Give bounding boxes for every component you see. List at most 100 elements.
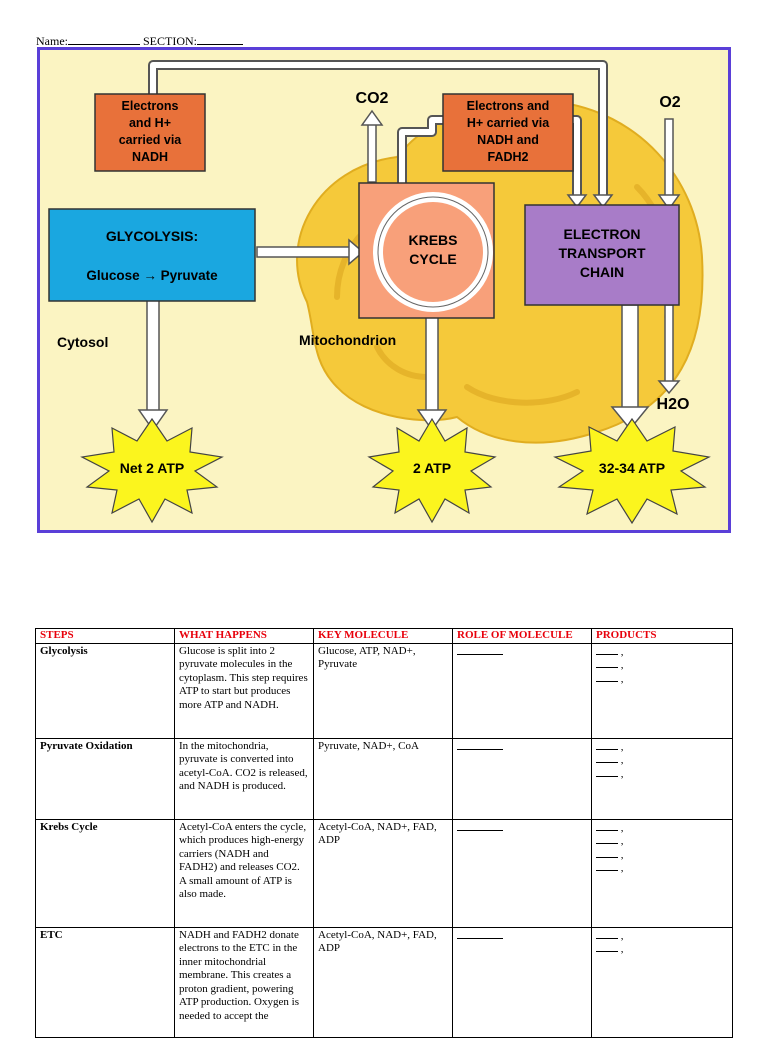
etc-32-34-atp-label: 32-34 ATP xyxy=(599,460,665,476)
etc-label-line-1: ELECTRON xyxy=(564,226,641,242)
product-blank[interactable]: , xyxy=(596,645,728,659)
cytosol-label: Cytosol xyxy=(57,334,108,350)
key-molecule-cell: Pyruvate, NAD+, CoA xyxy=(313,737,453,820)
net-2-atp-label: Net 2 ATP xyxy=(120,460,185,476)
header-key-molecule: KEY MOLECULE xyxy=(313,628,453,644)
electrons-fadh-line-4: FADH2 xyxy=(488,150,529,164)
etc-label-line-3: CHAIN xyxy=(580,264,624,280)
product-blank[interactable]: , xyxy=(596,942,728,956)
etc-atp-arrowhead xyxy=(610,406,650,431)
product-blank[interactable]: , xyxy=(596,861,728,875)
krebs-2-atp-label: 2 ATP xyxy=(413,460,451,476)
krebs-label-line-2: CYCLE xyxy=(409,251,456,267)
products-cell[interactable]: , , , xyxy=(591,737,733,820)
header-steps: STEPS xyxy=(35,628,175,644)
cellular-respiration-diagram: Electrons and H+ carried via NADH Electr… xyxy=(37,47,731,533)
electrons-nadh-fadh-box xyxy=(442,93,574,172)
co2-label: CO2 xyxy=(356,90,389,107)
electrons-nadh-box xyxy=(94,93,206,172)
worksheet-header: Name: SECTION: xyxy=(36,34,243,49)
table-row: ETC NADH and FADH2 donate electrons to t… xyxy=(35,926,733,1038)
electrons-nadh-line-2: and H+ xyxy=(129,116,171,130)
step-cell: Pyruvate Oxidation xyxy=(35,737,175,820)
step-cell: ETC xyxy=(35,926,175,1038)
etc-atp-arrow-shaft xyxy=(621,304,639,411)
product-blank[interactable]: , xyxy=(596,740,728,754)
electrons-fadh-line-1: Electrons and xyxy=(467,99,550,113)
table-row: Krebs Cycle Acetyl-CoA enters the cycle,… xyxy=(35,818,733,928)
net-2-atp-star xyxy=(80,417,224,524)
role-cell[interactable] xyxy=(452,642,592,739)
table-header-row: STEPS WHAT HAPPENS KEY MOLECULE ROLE OF … xyxy=(35,628,733,644)
key-molecule-cell: Acetyl-CoA, NAD+, FAD, ADP xyxy=(313,818,453,928)
o2-arrow-shaft xyxy=(664,118,674,200)
product-blank[interactable]: , xyxy=(596,767,728,781)
what-happens-cell: Glucose is split into 2 pyruvate molecul… xyxy=(174,642,314,739)
role-blank[interactable] xyxy=(457,929,503,939)
step-cell: Glycolysis xyxy=(35,642,175,739)
krebs-atp-arrow-shaft xyxy=(425,316,439,413)
glycolysis-title: GLYCOLYSIS: xyxy=(106,228,198,244)
role-cell[interactable] xyxy=(452,818,592,928)
product-blank[interactable]: , xyxy=(596,672,728,686)
role-cell[interactable] xyxy=(452,926,592,1038)
what-happens-cell: Acetyl-CoA enters the cycle, which produ… xyxy=(174,818,314,928)
mitochondrion-label: Mitochondrion xyxy=(299,332,396,348)
co2-arrowhead xyxy=(360,109,384,126)
product-blank[interactable]: , xyxy=(596,753,728,767)
products-cell[interactable]: , , , , xyxy=(591,818,733,928)
krebs-loop-arrowhead xyxy=(566,194,588,209)
product-blank[interactable]: , xyxy=(596,821,728,835)
respiration-worksheet-table: STEPS WHAT HAPPENS KEY MOLECULE ROLE OF … xyxy=(35,628,733,1038)
electrons-fadh-line-2: H+ carried via xyxy=(467,116,550,130)
step-cell: Krebs Cycle xyxy=(35,818,175,928)
glycolysis-box xyxy=(48,208,256,302)
header-products: PRODUCTS xyxy=(591,628,733,644)
products-cell[interactable]: , , , xyxy=(591,642,733,739)
role-blank[interactable] xyxy=(457,645,503,655)
header-what-happens: WHAT HAPPENS xyxy=(174,628,314,644)
section-label: SECTION: xyxy=(143,34,197,48)
glycolysis-to-krebs-arrowhead xyxy=(348,238,365,266)
products-cell[interactable]: , , xyxy=(591,926,733,1038)
product-blank[interactable]: , xyxy=(596,929,728,943)
o2-arrowhead xyxy=(657,194,681,211)
krebs-2-atp-star xyxy=(367,417,497,524)
h2o-arrow-shaft xyxy=(664,304,674,384)
electrons-nadh-line-1: Electrons xyxy=(122,99,179,113)
h2o-arrowhead xyxy=(657,380,681,395)
product-blank[interactable]: , xyxy=(596,848,728,862)
krebs-cycle-ring-outline xyxy=(377,196,489,308)
glycolysis-atp-arrow-shaft xyxy=(146,286,160,413)
etc-label-line-2: TRANSPORT xyxy=(558,245,646,261)
krebs-loop-arrow xyxy=(399,117,580,197)
what-happens-cell: In the mitochondria, pyruvate is convert… xyxy=(174,737,314,820)
h2o-label: H2O xyxy=(657,396,690,413)
co2-arrow-shaft xyxy=(367,121,377,183)
etc-box xyxy=(524,204,680,306)
key-molecule-cell: Acetyl-CoA, NAD+, FAD, ADP xyxy=(313,926,453,1038)
electrons-nadh-line-4: NADH xyxy=(132,150,168,164)
header-role-of-molecule: ROLE OF MOLECULE xyxy=(452,628,592,644)
role-blank[interactable] xyxy=(457,821,503,831)
electrons-fadh-line-3: NADH and xyxy=(477,133,539,147)
top-loop-arrowhead xyxy=(592,194,614,209)
etc-32-34-atp-star xyxy=(553,417,711,525)
glycolysis-subtitle: Glucose → Pyruvate xyxy=(86,268,218,283)
key-molecule-cell: Glucose, ATP, NAD+, Pyruvate xyxy=(313,642,453,739)
product-blank[interactable]: , xyxy=(596,834,728,848)
what-happens-cell: NADH and FADH2 donate electrons to the E… xyxy=(174,926,314,1038)
role-blank[interactable] xyxy=(457,740,503,750)
top-loop-arrow xyxy=(150,62,606,197)
table-row: Glycolysis Glucose is split into 2 pyruv… xyxy=(35,642,733,739)
o2-label: O2 xyxy=(659,94,680,111)
krebs-label-line-1: KREBS xyxy=(408,232,457,248)
glycolysis-to-krebs-arrow-shaft xyxy=(256,246,353,258)
name-blank[interactable] xyxy=(68,34,140,45)
electrons-nadh-line-3: carried via xyxy=(119,133,183,147)
name-label: Name: xyxy=(36,34,68,48)
role-cell[interactable] xyxy=(452,737,592,820)
section-blank[interactable] xyxy=(197,34,243,45)
product-blank[interactable]: , xyxy=(596,658,728,672)
table-row: Pyruvate Oxidation In the mitochondria, … xyxy=(35,737,733,820)
